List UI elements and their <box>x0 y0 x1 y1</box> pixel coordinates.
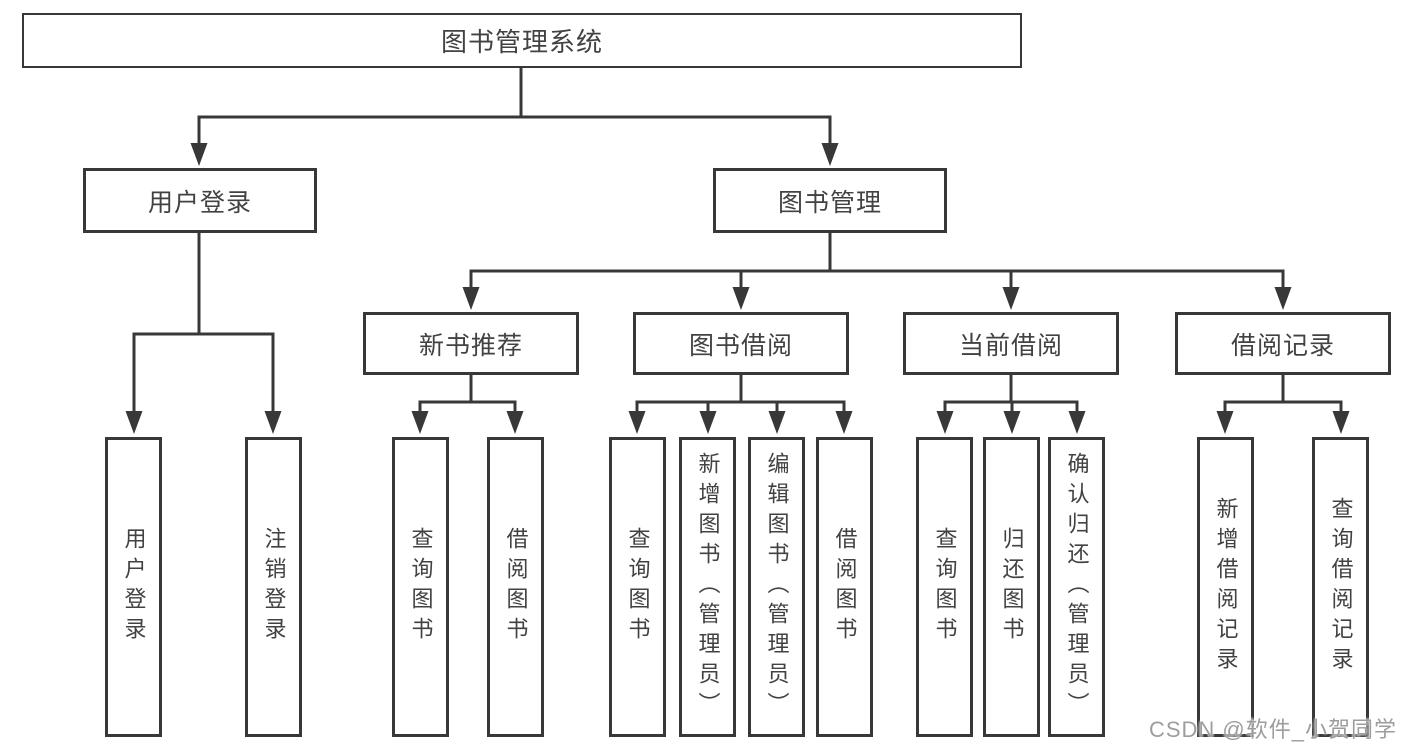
leaf-current-confirm-return-admin: 确认归还（管理员） <box>1048 437 1105 737</box>
leaf-records-add-record: 新增借阅记录 <box>1197 437 1254 737</box>
leaf-label: 新增借阅记录 <box>1213 497 1239 677</box>
leaf-bookborrow-query-book: 查询图书 <box>609 437 666 737</box>
arrowhead-records-query <box>1332 411 1350 434</box>
node-label: 图书管理 <box>777 188 882 217</box>
leaf-label: 查询图书 <box>408 527 434 647</box>
arrowhead-new-book <box>462 287 480 310</box>
node-current-borrow: 当前借阅 <box>903 312 1119 375</box>
leaf-label: 编辑图书（管理员） <box>764 452 790 722</box>
leaf-newbook-query-book: 查询图书 <box>392 437 449 737</box>
arrowhead-user-login <box>190 143 208 166</box>
leaf-logout: 注销登录 <box>245 437 302 737</box>
leaf-label: 新增图书（管理员） <box>695 452 721 722</box>
arrowhead-borrow-edit <box>768 411 786 434</box>
arrowhead-leaf-logout <box>264 411 282 434</box>
leaf-label: 用户登录 <box>121 527 147 647</box>
node-label: 当前借阅 <box>958 331 1063 360</box>
node-library-management-system: 图书管理系统 <box>22 13 1022 68</box>
leaf-label: 查询借阅记录 <box>1328 497 1354 677</box>
node-label: 图书借阅 <box>688 331 793 360</box>
node-label: 用户登录 <box>147 188 252 217</box>
leaf-label: 查询图书 <box>932 527 958 647</box>
csdn-watermark: CSDN @软件_小贺同学 <box>1148 717 1397 742</box>
leaf-label: 确认归还（管理员） <box>1064 452 1090 722</box>
arrowhead-newbook-query <box>411 411 429 434</box>
arrowhead-current-query <box>936 411 954 434</box>
arrowhead-borrow-borrow <box>835 411 853 434</box>
leaf-current-query-book: 查询图书 <box>916 437 973 737</box>
connector-new-book <box>418 373 517 416</box>
node-label: 借阅记录 <box>1230 331 1335 360</box>
leaf-label: 查询图书 <box>625 527 651 647</box>
leaf-newbook-borrow-book: 借阅图书 <box>487 437 544 737</box>
arrowhead-leaf-login <box>125 411 143 434</box>
arrowhead-current-return <box>1003 411 1021 434</box>
connector-user-login <box>132 231 275 416</box>
arrowhead-borrow-add <box>699 411 717 434</box>
arrowhead-current-confirm <box>1068 411 1086 434</box>
leaf-label: 借阅图书 <box>503 527 529 647</box>
leaf-bookborrow-edit-book-admin: 编辑图书（管理员） <box>748 437 805 737</box>
node-user-login: 用户登录 <box>83 168 317 233</box>
leaf-label: 归还图书 <box>999 527 1025 647</box>
leaf-bookborrow-add-book-admin: 新增图书（管理员） <box>679 437 736 737</box>
arrowhead-records-add <box>1216 411 1234 434</box>
node-label: 新书推荐 <box>418 331 523 360</box>
leaf-label: 借阅图书 <box>832 527 858 647</box>
leaf-bookborrow-borrow-book: 借阅图书 <box>816 437 873 737</box>
arrowhead-borrow-query <box>628 411 646 434</box>
arrowhead-book-borrow <box>732 287 750 310</box>
leaf-current-return-book: 归还图书 <box>983 437 1040 737</box>
arrowhead-current-borrow <box>1002 287 1020 310</box>
connector-book-borrow <box>635 373 846 416</box>
node-borrow-records: 借阅记录 <box>1175 312 1391 375</box>
connector-root <box>197 66 832 148</box>
connector-borrow-records <box>1223 373 1343 416</box>
connector-book-management <box>469 231 1285 292</box>
arrowhead-borrow-records <box>1274 287 1292 310</box>
arrowhead-book-management <box>821 143 839 166</box>
leaf-records-query-record: 查询借阅记录 <box>1312 437 1369 737</box>
node-new-book-recommend: 新书推荐 <box>363 312 579 375</box>
leaf-user-login: 用户登录 <box>105 437 162 737</box>
leaf-label: 注销登录 <box>261 527 287 647</box>
node-book-borrow: 图书借阅 <box>633 312 849 375</box>
arrowhead-newbook-borrow <box>506 411 524 434</box>
connector-current-borrow <box>943 373 1079 416</box>
node-book-management: 图书管理 <box>713 168 947 233</box>
node-label: 图书管理系统 <box>440 27 603 57</box>
